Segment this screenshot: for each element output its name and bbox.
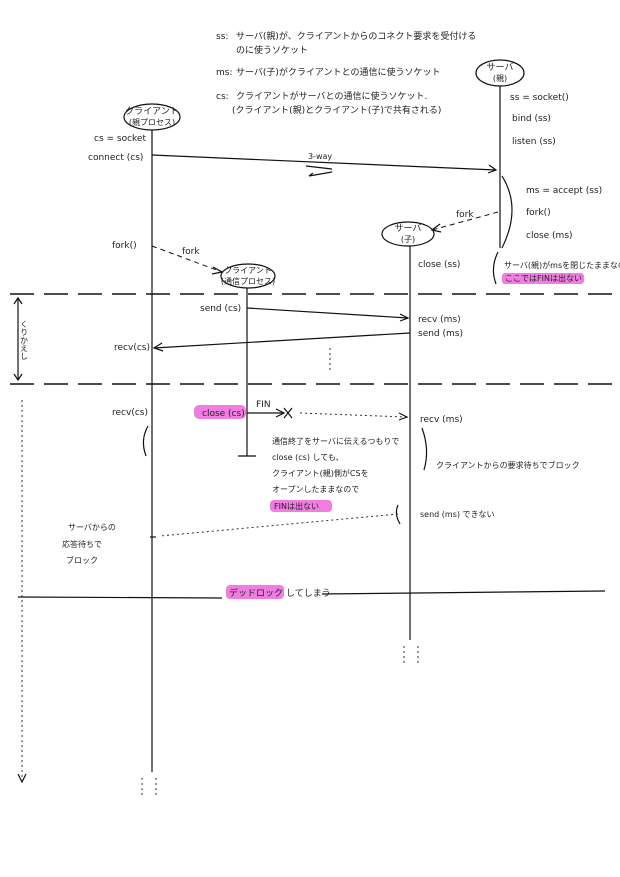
sp-close: close (ms) [526, 231, 573, 241]
legend-ms-line: サーバ(子)がクライアントとの通信に使うソケット [236, 66, 440, 78]
sp-fork: fork() [526, 208, 551, 218]
sp-listen: listen (ss) [512, 137, 556, 147]
deadlock-line-right [321, 590, 606, 595]
server-child-sub: (子) [401, 235, 415, 244]
sc-recv: recv (ms) [418, 315, 461, 325]
actor-client-child: クライアント (通信プロセス) [220, 263, 276, 289]
sc-block-bracket [421, 427, 428, 471]
client-child-name: クライアント [224, 266, 272, 275]
client-parent-sub: (親プロセス) [129, 117, 175, 127]
sp-accept: ms = accept (ss) [526, 186, 602, 196]
server-parent-name: サーバ [487, 62, 514, 73]
actor-client-parent: クライアント (親プロセス) [123, 103, 181, 131]
cp-wait-note2: 応答待ちで [62, 539, 102, 549]
connect-arrow [151, 154, 497, 171]
legend-ss-line1: サーバ(親)が、クライアントからのコネクト要求を受付ける [236, 30, 476, 42]
cc-send: send (cs) [200, 304, 241, 314]
fork-client-arrow [151, 245, 223, 273]
fin-dotted [299, 412, 407, 418]
close-note-1: 通信終了をサーバに伝えるつもりで [272, 436, 399, 446]
close-note-4: オープンしたままなので [272, 485, 359, 494]
legend-cs-key: cs: [216, 92, 229, 102]
cp-connect: connect (cs) [88, 153, 143, 163]
legend-cs-line1: クライアントがサーバとの通信に使うソケット. [236, 90, 427, 102]
repeat-label: くりかえし [20, 320, 29, 360]
cp-recv1: recv(cs) [114, 343, 150, 353]
legend-ms-key: ms: [216, 68, 233, 78]
close-note-2: close (cs) しても、 [272, 453, 344, 462]
sc-block-note: クライアントからの要求待ちでブロック [436, 460, 580, 470]
actor-server-child: サーバ (子) [381, 221, 435, 247]
sc-recv2: recv (ms) [420, 415, 463, 425]
server-parent-sub: (親) [493, 73, 507, 83]
close-note-3: クライアント(親)側がCSを [272, 468, 369, 478]
three-way-label: 3-way [308, 152, 332, 161]
cp-wait-note3: ブロック [66, 555, 98, 565]
accept-bracket [501, 175, 513, 249]
client-parent-name: クライアント [125, 106, 179, 117]
close-note-5-highlight [270, 500, 332, 512]
cc-close: close (cs) [202, 409, 245, 419]
sp-bind: bind (ss) [512, 114, 551, 124]
close-cs-highlight [194, 405, 246, 419]
deadlock-hl-text: デッドロック [229, 587, 283, 599]
sc-close: close (ss) [418, 260, 460, 270]
fork-client-label: fork [182, 247, 200, 257]
deadlock-highlight [226, 585, 284, 599]
three-way-arrows [305, 165, 333, 177]
legend-ss-line2: のに使うソケット [236, 44, 308, 56]
sp-socket: ss = socket() [510, 93, 569, 103]
sc-send: send (ms) [418, 329, 463, 339]
server-child-name: サーバ [395, 223, 422, 234]
fork-server-label: fork [456, 210, 474, 220]
cp-recv2: recv(cs) [112, 408, 148, 418]
cp-wait-bracket [142, 425, 149, 457]
cp-socket: cs = socket [94, 134, 146, 144]
note-pointer [492, 251, 499, 285]
deadlock-line-left [17, 596, 223, 599]
sp-note2-highlight [502, 273, 584, 284]
cp-wait-note1: サーバからの [68, 523, 116, 532]
fin-label: FIN [256, 400, 271, 410]
legend-cs-line2: (クライアント(親)とクライアント(子)で共有される) [232, 104, 441, 116]
deadlock-rest-text: してしまう [286, 588, 331, 599]
sp-note1: サーバ(親)がmsを閉じたままなので [504, 260, 620, 270]
legend-ss-key: ss: [216, 32, 228, 42]
send-ms-arrow [153, 332, 411, 349]
fork-server-arrow [431, 211, 499, 231]
send-cs-arrow [246, 307, 409, 319]
close-note-5: FINは出ない [274, 501, 319, 511]
client-child-sub: (通信プロセス) [221, 276, 275, 286]
cp-fork: fork() [112, 241, 137, 251]
sc-send-not: send (ms) できない [420, 510, 495, 519]
sp-note2: ここではFINは出ない [505, 273, 582, 283]
send-not-dotted [159, 513, 399, 537]
actor-server-parent: サーバ (親) [475, 59, 525, 87]
